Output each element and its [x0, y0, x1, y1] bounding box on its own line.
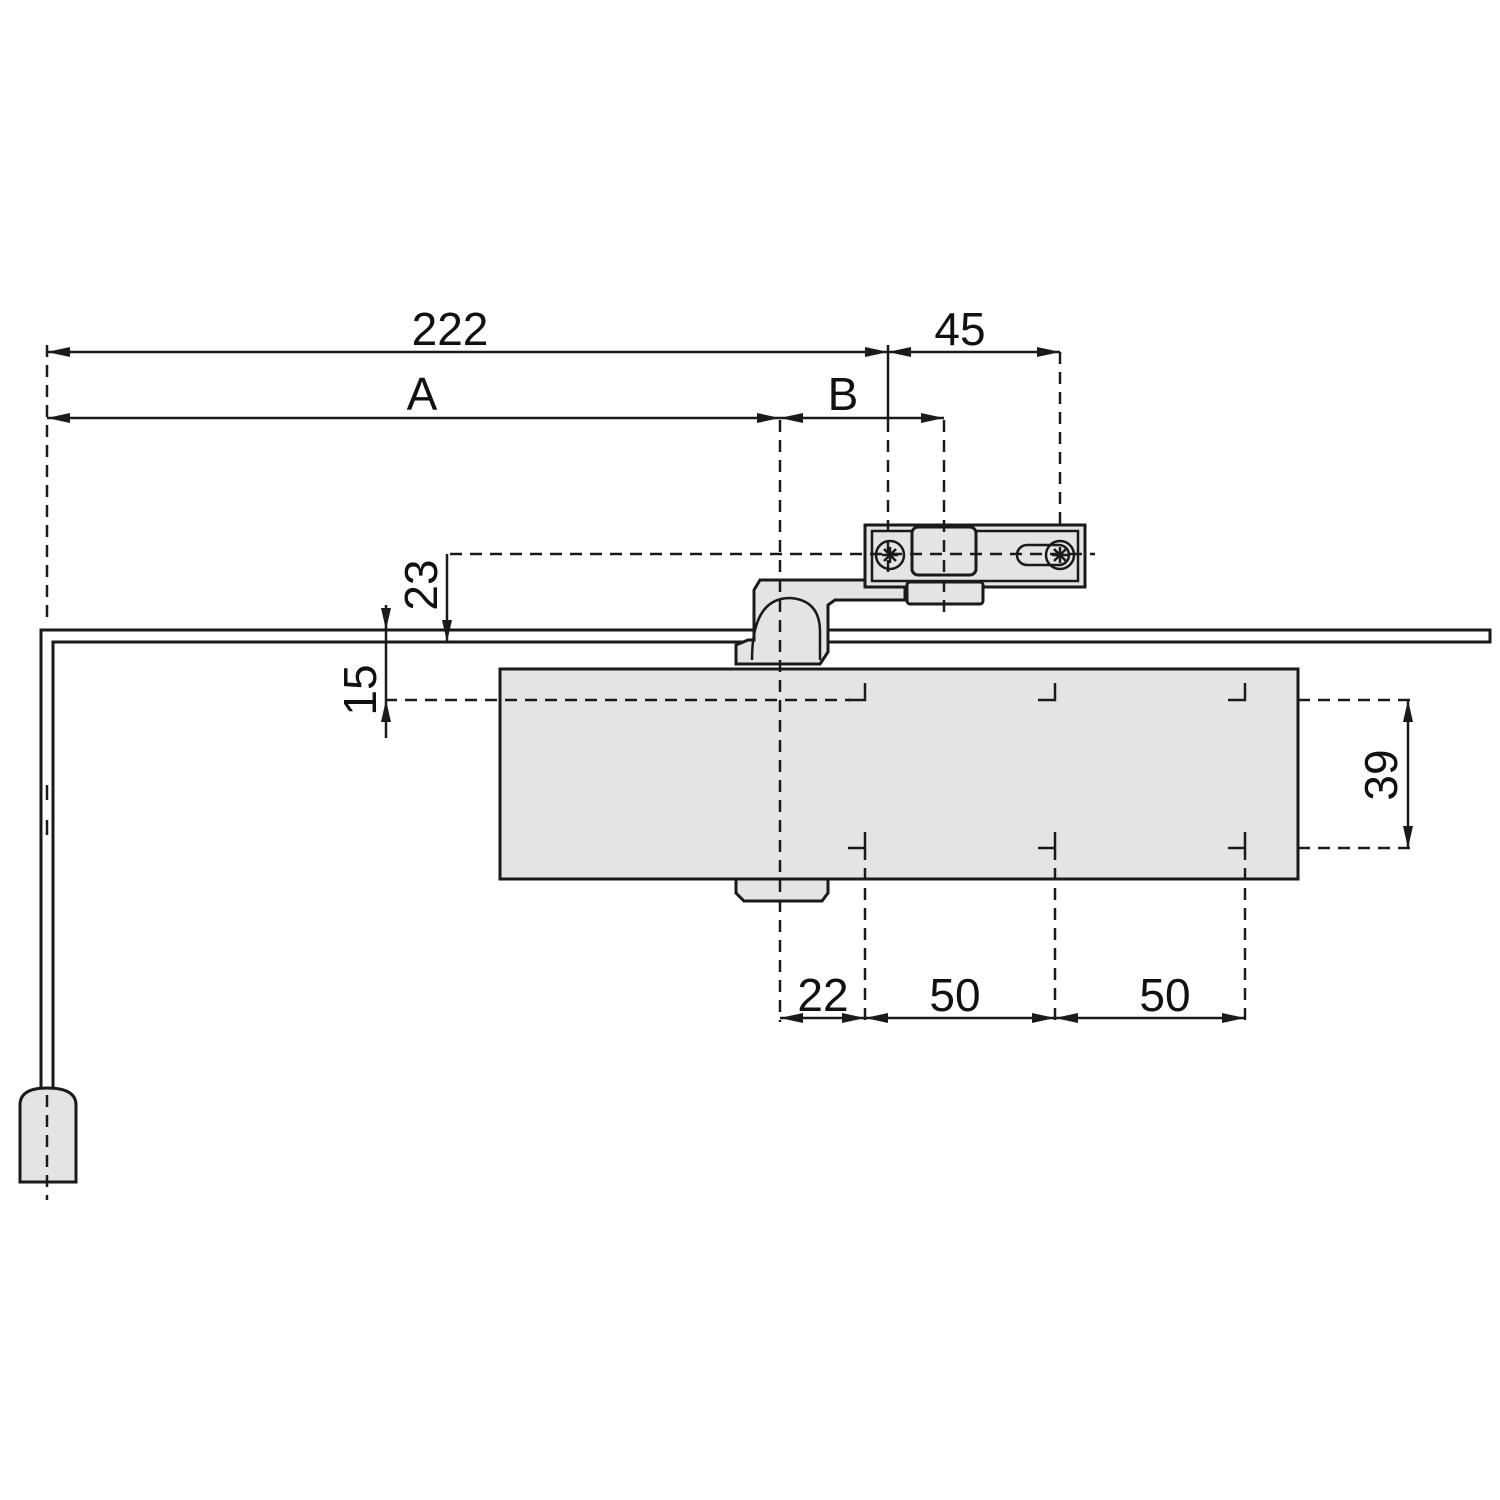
closer-body [498, 667, 1300, 903]
dimension-23: 23 [395, 554, 452, 642]
dimension-bottom-row: 22 50 50 [780, 969, 1245, 1023]
dimension-a: A [47, 368, 780, 423]
dim-22-label: 22 [797, 969, 848, 1021]
dim-b-label: B [828, 368, 859, 420]
extension-lines [45, 345, 1410, 1022]
dim-a-label: A [407, 368, 438, 420]
dim-50-first-label: 50 [929, 969, 980, 1021]
hinge-pin [18, 1086, 78, 1200]
dim-50-second-label: 50 [1139, 969, 1190, 1021]
dimension-222: 222 [47, 303, 888, 357]
dimension-45: 45 [886, 303, 1060, 420]
dimension-b: B [780, 368, 944, 423]
dimension-15: 15 [334, 605, 391, 738]
mounting-plate [863, 523, 1087, 606]
dim-23-label: 23 [395, 559, 447, 610]
mounting-hole-marks [848, 683, 1247, 850]
dim-39-label: 39 [1355, 749, 1407, 800]
dimension-39: 39 [1355, 700, 1413, 848]
dim-45-label: 45 [934, 303, 985, 355]
dim-15-label: 15 [334, 664, 386, 715]
dim-222-label: 222 [412, 303, 489, 355]
arm-shoe [734, 578, 907, 666]
